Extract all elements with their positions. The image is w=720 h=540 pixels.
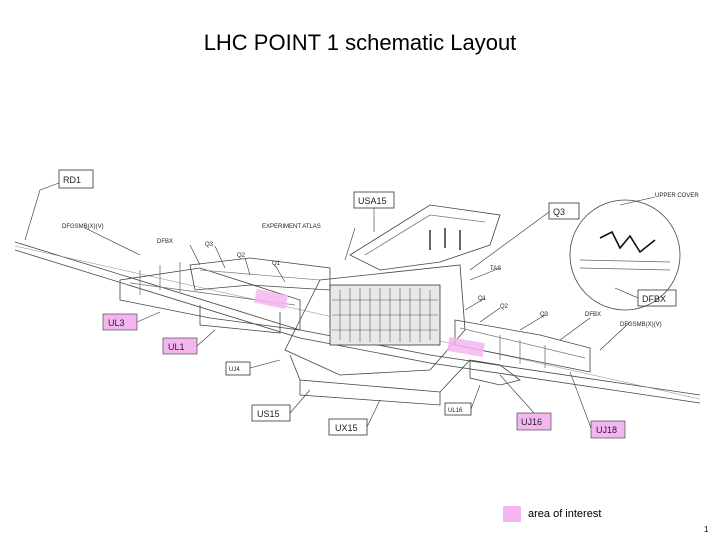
label-usa15: USA15: [358, 196, 387, 206]
schematic-labels: RD1 DFGSMB(X)(V) DFBX Q3 Q2 Q1 EXPERIMEN…: [62, 175, 699, 435]
usa15-structure: [349, 204, 501, 271]
label-us15: US15: [257, 409, 280, 419]
label-tas: TAS: [490, 266, 501, 272]
leader-lines: [24, 182, 656, 429]
uj4-box: [225, 361, 251, 376]
lower-left-gallery: [199, 305, 281, 334]
label-uj18: UJ18: [596, 425, 617, 435]
beam-line-lower: [14, 249, 701, 404]
highlight-areas: [253, 288, 485, 358]
uj18-box: [590, 420, 626, 439]
label-q1: Q1: [272, 261, 281, 267]
label-rd1: RD1: [63, 175, 81, 185]
page-number: 1: [704, 525, 709, 534]
label-dfbx-right: DFBX: [585, 312, 601, 318]
label-q3-left: Q3: [205, 242, 214, 248]
cavern-floor: [289, 354, 471, 393]
inset-detail: [569, 199, 681, 311]
label-dfgsmb: DFGSMB(X)(V): [62, 224, 104, 230]
lower-right-gallery: [469, 359, 521, 386]
label-boxes: [58, 169, 677, 436]
interest-boxes: [102, 313, 626, 439]
rd1-box: [58, 169, 94, 189]
label-ul3: UL3: [108, 318, 125, 328]
highlight-left: [253, 288, 289, 310]
legend-swatch: [503, 506, 521, 522]
label-dfgsmb-right: DFGSMB(X)(V): [620, 322, 662, 328]
cavern-body: [284, 264, 466, 376]
page-title: LHC POINT 1 schematic Layout: [203, 30, 517, 55]
label-uj4: UJ4: [229, 367, 240, 373]
label-q1-right: Q1: [478, 296, 487, 302]
label-ul1: UL1: [168, 342, 185, 352]
label-experiment: EXPERIMENT ATLAS: [262, 224, 321, 230]
label-dfbx-left: DFBX: [157, 239, 173, 245]
q3-box: [548, 202, 580, 220]
label-uj16: UJ16: [521, 417, 542, 427]
label-q3-right: Q3: [553, 207, 565, 217]
legend-text: area of interest: [528, 508, 602, 520]
highlight-right: [447, 336, 485, 358]
label-ul16: UL16: [448, 408, 463, 414]
upper-left-gallery: [189, 257, 331, 291]
label-upper-cover: UPPER COVER: [655, 193, 699, 199]
left-tunnel: [119, 267, 301, 331]
label-q2: Q2: [237, 253, 246, 259]
label-q2-right: Q2: [500, 304, 509, 310]
label-dfbx-inset: DFBX: [642, 294, 666, 304]
label-q3-right2: Q3: [540, 312, 549, 318]
label-ux15: UX15: [335, 423, 358, 433]
